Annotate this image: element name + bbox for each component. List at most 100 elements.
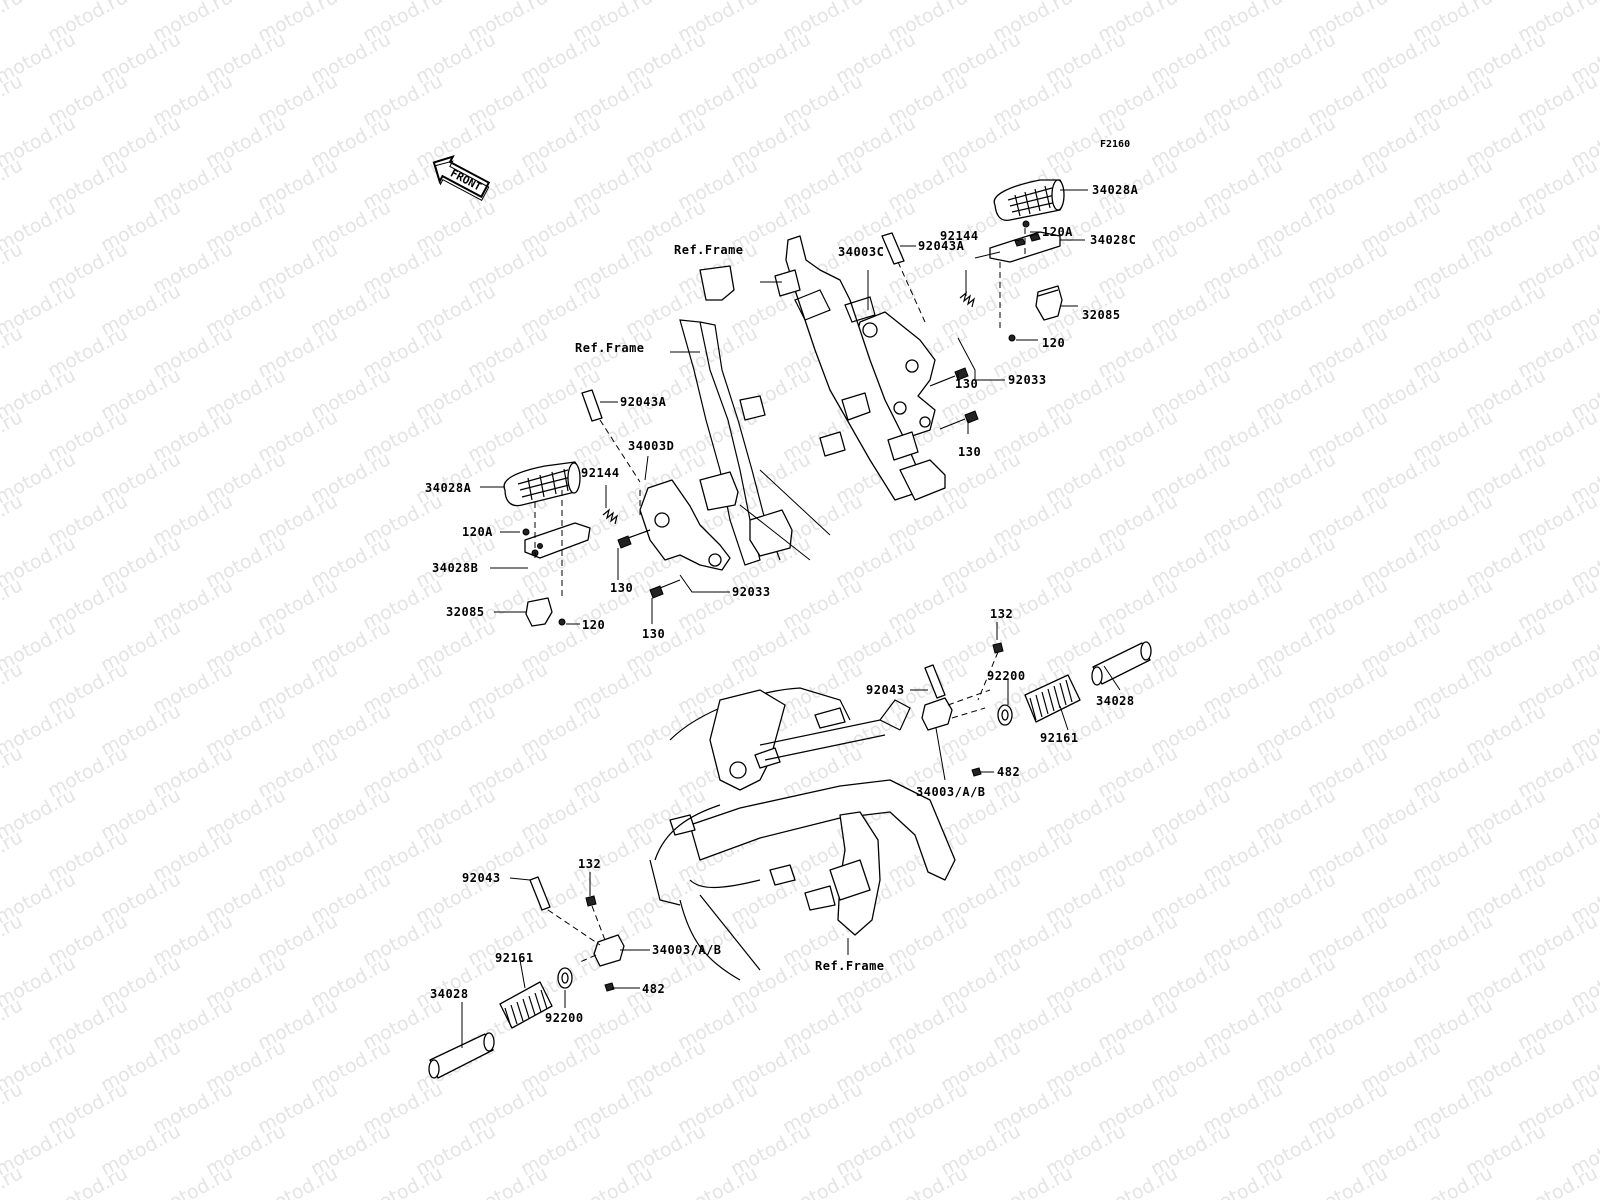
watermark-text: motod.ru [0, 238, 26, 298]
front-arrow-icon: FRONT [432, 155, 491, 202]
bolts-130-left [617, 529, 681, 599]
label-34028B: 34028B [432, 561, 478, 575]
footpeg-weight-right [1035, 285, 1063, 321]
label-34003AB-top: 34003/A/B [916, 785, 986, 799]
label-34003D: 34003D [628, 439, 674, 453]
footpeg-rubber-left [503, 461, 581, 507]
bracket-34003D [639, 479, 731, 571]
watermark-text: motod.ru [1514, 1162, 1600, 1200]
screw-120A-right [1022, 220, 1030, 228]
label-92043A-left: 92043A [620, 395, 667, 409]
label-120A-left: 120A [462, 525, 493, 539]
label-130-left-lower: 130 [642, 627, 665, 641]
watermark-text: motod.ru [149, 1162, 236, 1200]
watermark-text: motod.ru [0, 322, 26, 382]
label-34003C: 34003C [838, 245, 884, 259]
label-130-right-upper: 130 [955, 377, 978, 391]
label-92033-right: 92033 [1008, 373, 1047, 387]
pin-482-top [971, 767, 982, 777]
pin-92043-bottom [529, 876, 551, 911]
lower-frame [649, 687, 956, 981]
rear-peg-left [428, 876, 625, 1079]
label-92033-left: 92033 [732, 585, 771, 599]
watermark-text: motod.ru [0, 742, 26, 802]
pin-482-bottom [604, 982, 615, 992]
spring-92144-left [602, 508, 619, 525]
watermark-text: motod.ru [44, 1162, 131, 1200]
leader-lines [461, 189, 1121, 1048]
watermark-text: motod.ru [0, 154, 26, 214]
label-92161-left: 92161 [495, 951, 534, 965]
watermark-text: motod.ru [0, 406, 26, 466]
screw-120A-left [522, 528, 530, 536]
label-130-right-lower: 130 [958, 445, 981, 459]
watermark-text: motod.ru [779, 1162, 866, 1200]
watermark-text: motod.ru [464, 1162, 551, 1200]
watermark-text: motod.ru [1409, 1162, 1496, 1200]
label-120-right: 120 [1042, 336, 1065, 350]
watermark-text: motod.ru [0, 574, 26, 634]
bolt-132-bottom [585, 895, 597, 907]
pin-92043A-left [581, 389, 641, 483]
label-92161-right: 92161 [1040, 731, 1079, 745]
watermark-text: motod.ru [884, 1162, 971, 1200]
watermark-text: motod.ru [1199, 1162, 1286, 1200]
watermark-text: motod.ru [1094, 1162, 1181, 1200]
label-92144-right: 92144 [940, 229, 979, 243]
footpeg-weight-left [525, 597, 553, 627]
label-130-left-upper: 130 [610, 581, 633, 595]
screw-120-left [558, 618, 566, 626]
diagram-code: F2160 [1100, 139, 1130, 150]
label-34028A-left: 34028A [425, 481, 472, 495]
upper-frame [679, 235, 946, 566]
label-32085-right: 32085 [1082, 308, 1121, 322]
watermark-text: motod.ru [254, 1162, 341, 1200]
watermark-text: motod.ru [989, 1162, 1076, 1200]
label-92043-top: 92043 [866, 683, 905, 697]
watermark-text: motod.ru [0, 910, 26, 970]
label-ref-frame-top: Ref.Frame [674, 243, 744, 257]
watermark-text: motod.ru [674, 1162, 761, 1200]
label-92043A-right: 92043A [918, 239, 965, 253]
label-ref-frame-mid: Ref.Frame [575, 341, 645, 355]
label-120A-right: 120A [1042, 225, 1073, 239]
screw-120-right [1008, 334, 1016, 342]
label-34028C: 34028C [1090, 233, 1136, 247]
watermark-text: motod.ru [0, 0, 26, 46]
watermark-text: motod.ru [359, 1162, 446, 1200]
part-labels: 34028A 120A 92043A 34028C 92144 32085 12… [425, 183, 1138, 1025]
watermark-text: motod.ru [0, 994, 26, 1054]
spring-92161-left [499, 981, 553, 1029]
watermark-text: motod.ru [0, 490, 26, 550]
label-32085-left: 32085 [446, 605, 485, 619]
label-92043-bottom: 92043 [462, 871, 501, 885]
label-482-top: 482 [997, 765, 1020, 779]
rear-peg-right [921, 641, 1152, 777]
pin-92043-top [924, 664, 946, 699]
label-92200-bottom: 92200 [545, 1011, 584, 1025]
watermark-text: motod.ru [0, 826, 26, 886]
label-120-left: 120 [582, 618, 605, 632]
footpeg-bracket-right [974, 228, 1061, 330]
watermark-text: motod.ru [1304, 1162, 1391, 1200]
footpeg-bracket-left [524, 490, 591, 596]
label-92144-left: 92144 [581, 466, 620, 480]
watermark-text: motod.ru [0, 70, 26, 130]
watermark-text: motod.ru [569, 1162, 656, 1200]
watermark-text: motod.ru [0, 1078, 26, 1138]
footpeg-34028-left [428, 1032, 495, 1079]
label-132-top: 132 [990, 607, 1013, 621]
spring-92161-right [1024, 674, 1081, 723]
label-34028-right: 34028 [1096, 694, 1135, 708]
pin-92043A-right [881, 232, 926, 323]
label-ref-frame-bottom: Ref.Frame [815, 959, 885, 973]
label-34003AB-bottom: 34003/A/B [652, 943, 722, 957]
label-482-bottom: 482 [642, 982, 665, 996]
footpeg-34028-right [1091, 641, 1152, 686]
footpeg-rubber-right [993, 179, 1065, 221]
label-34028-left: 34028 [430, 987, 469, 1001]
left-footpeg-assembly [503, 389, 731, 627]
label-92200-top: 92200 [987, 669, 1026, 683]
